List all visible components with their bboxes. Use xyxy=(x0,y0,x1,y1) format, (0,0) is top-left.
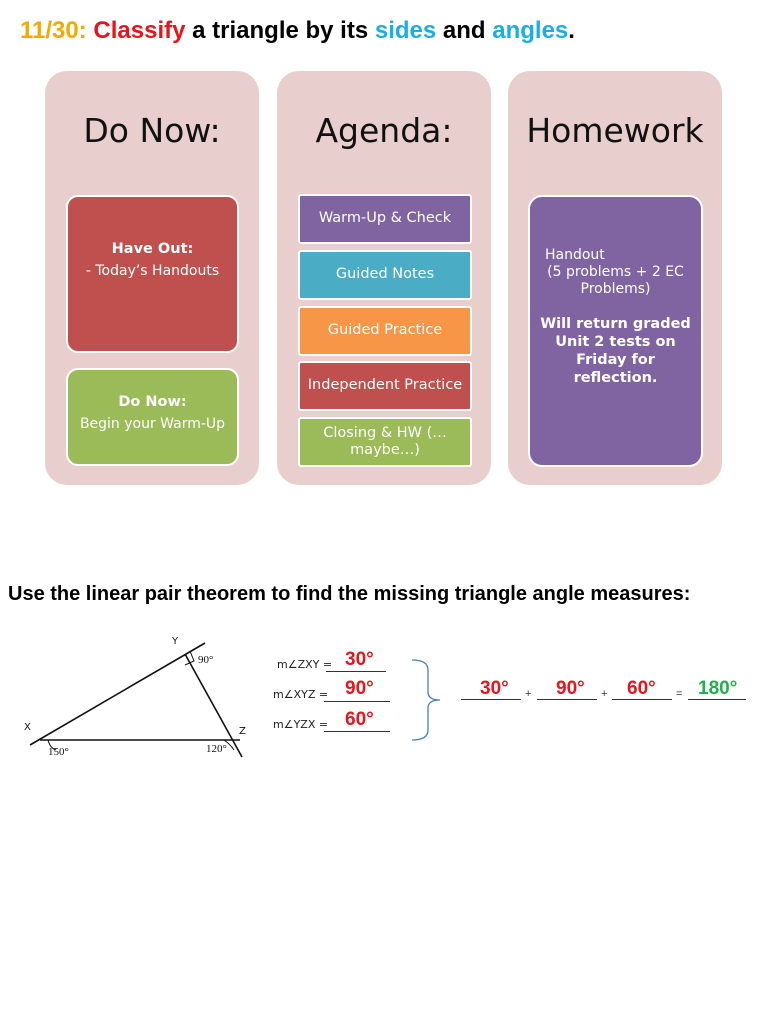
agenda-item-guided-practice: Guided Practice xyxy=(298,306,472,356)
title-angles: angles xyxy=(492,17,569,44)
right-angle-mark xyxy=(184,650,195,666)
eq-label-xyz: m∠XYZ = xyxy=(273,688,329,701)
sum-blank-a xyxy=(461,699,521,700)
do-now-title: Do Now: xyxy=(83,111,221,150)
triangle-diagram: X Y Z 90° 150° 120° xyxy=(24,636,246,758)
problem-prompt: Use the linear pair theorem to find the … xyxy=(8,583,691,605)
sum-c: 60° xyxy=(627,678,656,699)
eq-blank-yzx xyxy=(324,731,390,732)
do-now-box: Do Now: Begin your Warm-Up xyxy=(66,368,239,466)
agenda-item-warm-up: Warm-Up & Check xyxy=(298,194,472,244)
sum-a: 30° xyxy=(480,678,509,699)
do-now-box-text: Begin your Warm-Up xyxy=(79,416,226,432)
eq-answer-zxy: 30° xyxy=(345,649,374,670)
title-date: 11/30: xyxy=(20,17,87,44)
sum-blank-c xyxy=(612,699,672,700)
sum-plus-2: + xyxy=(601,688,608,700)
have-out-text: - Today’s Handouts xyxy=(85,263,220,279)
page-title: 11/30: Classify a triangle by its sides … xyxy=(20,17,575,45)
sum-total: 180° xyxy=(698,678,738,699)
eq-answer-xyz: 90° xyxy=(345,678,374,699)
have-out-title: Have Out: xyxy=(111,241,194,257)
title-classify: Classify xyxy=(93,17,186,44)
eq-label-yzx: m∠YZX = xyxy=(273,718,329,731)
title-sides: sides xyxy=(374,17,437,44)
homework-panel: Homework Handout (5 problems + 2 EC Prob… xyxy=(508,71,722,485)
sum-plus-1: + xyxy=(525,688,532,700)
title-text-1: a triangle by its xyxy=(185,17,375,44)
agenda-panel: Agenda: Warm-Up & Check Guided Notes Gui… xyxy=(277,71,491,485)
homework-line-3: Problems) xyxy=(580,281,651,297)
title-text-2: and xyxy=(436,17,493,44)
sum-blank-b xyxy=(537,699,597,700)
agenda-title: Agenda: xyxy=(315,111,453,150)
eq-label-zxy: m∠ZXY = xyxy=(277,658,333,671)
homework-line-2: (5 problems + 2 EC xyxy=(547,264,684,280)
have-out-box: Have Out: - Today’s Handouts xyxy=(66,195,239,353)
arc-z xyxy=(223,739,235,751)
eq-answer-yzx: 60° xyxy=(345,709,374,730)
vertex-x: X xyxy=(24,722,31,733)
do-now-panel: Do Now: Have Out: - Today’s Handouts Do … xyxy=(45,71,259,485)
exterior-x-label: 150° xyxy=(48,746,69,758)
agenda-item-closing: Closing & HW (… maybe…) xyxy=(298,417,472,467)
eq-blank-xyz xyxy=(324,701,390,702)
homework-title: Homework xyxy=(526,111,704,150)
do-now-box-title: Do Now: xyxy=(118,394,187,410)
sum-b: 90° xyxy=(556,678,585,699)
right-brace xyxy=(411,659,441,741)
homework-line-1: Handout xyxy=(545,247,605,263)
sum-blank-total xyxy=(688,699,746,700)
title-text-3: . xyxy=(568,17,575,44)
exterior-z-label: 120° xyxy=(206,743,227,755)
ray-yz xyxy=(184,653,243,758)
arc-x xyxy=(47,739,57,751)
angle-y-label: 90° xyxy=(198,654,213,666)
vertex-y: Y xyxy=(171,636,179,647)
eq-blank-zxy xyxy=(326,671,386,672)
ray-yx xyxy=(29,642,206,746)
homework-box: Handout (5 problems + 2 EC Problems) Wil… xyxy=(528,195,703,467)
sum-equals: = xyxy=(676,688,683,700)
agenda-item-independent-practice: Independent Practice xyxy=(298,361,472,411)
agenda-item-guided-notes: Guided Notes xyxy=(298,250,472,300)
homework-note: Will return graded Unit 2 tests on Frida… xyxy=(540,316,691,387)
vertex-z: Z xyxy=(239,726,246,737)
